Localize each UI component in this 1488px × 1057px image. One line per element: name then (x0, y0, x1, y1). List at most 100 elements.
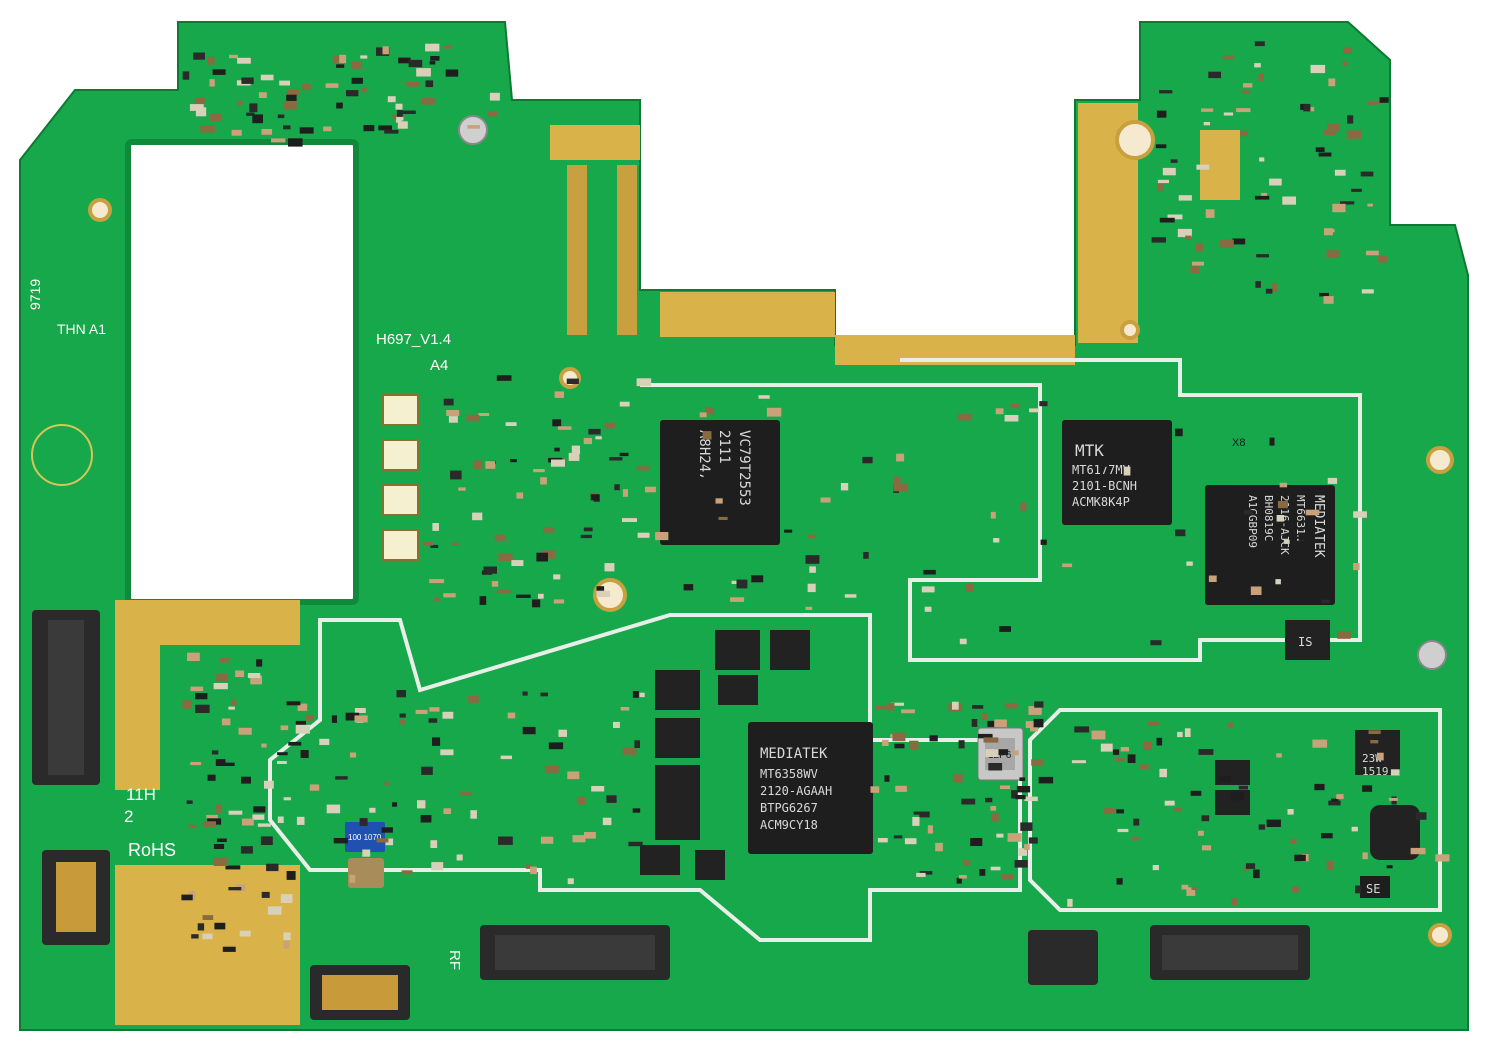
smd-part (877, 838, 888, 843)
smd-part (319, 738, 330, 745)
smd-part (530, 866, 537, 875)
smd-part (247, 673, 261, 679)
smd-part (1340, 201, 1355, 205)
smd-part (912, 817, 920, 826)
smd-part (395, 119, 402, 123)
gold-pad (115, 600, 300, 645)
smd-part (1287, 809, 1294, 815)
smd-part (195, 107, 207, 117)
smd-part (429, 61, 436, 65)
flex-connector (567, 165, 587, 335)
smd-part (210, 113, 222, 122)
chip-label: MT6177MV (1072, 463, 1130, 477)
smd-part (1336, 794, 1344, 800)
smd-part (1028, 837, 1038, 844)
smd-part (891, 702, 904, 706)
smd-part (978, 733, 993, 739)
smd-part (895, 785, 907, 792)
smd-part (959, 638, 967, 645)
smd-part (807, 534, 816, 539)
smd-part (396, 116, 404, 121)
smd-part (1228, 722, 1234, 729)
smd-part (286, 871, 296, 880)
smd-part (1253, 869, 1260, 879)
smd-part (956, 877, 962, 884)
smd-part (494, 534, 506, 541)
smd-part (614, 484, 620, 491)
smd-part (702, 431, 712, 440)
smd-part (222, 946, 236, 952)
silk-model: H697_V1.4 (376, 331, 451, 348)
smd-part (807, 583, 816, 593)
smd-part (472, 512, 483, 521)
smd-part (241, 776, 251, 784)
connector-left (32, 610, 100, 785)
smd-part (296, 816, 305, 825)
smd-part (326, 804, 341, 814)
component-label: 12P6 (988, 750, 1012, 761)
smd-part (1071, 760, 1086, 764)
smd-part (634, 740, 640, 748)
smd-part (577, 796, 586, 805)
silk-vendor: THN A1 (57, 321, 106, 337)
smd-part (1117, 828, 1129, 833)
smd-part (704, 407, 714, 415)
smd-part (548, 742, 564, 750)
smd-part (551, 459, 565, 467)
gold-pad (550, 125, 640, 160)
smd-part (1328, 800, 1341, 806)
smd-part (430, 56, 440, 61)
smd-part (1205, 209, 1215, 218)
smd-part (1236, 108, 1251, 113)
smd-part (211, 750, 219, 755)
smd-part (805, 555, 820, 564)
smd-part (628, 841, 643, 847)
smd-part (416, 68, 431, 77)
smd-part (844, 594, 857, 598)
smd-part (305, 714, 314, 721)
smd-part (606, 795, 617, 803)
smd-part (1177, 731, 1183, 738)
smd-part (286, 94, 297, 101)
smd-part (399, 713, 406, 718)
smd-part (335, 776, 348, 780)
smd-part (567, 878, 574, 885)
smd-part (1159, 217, 1175, 223)
smd-part (892, 732, 906, 742)
smd-part (466, 414, 480, 421)
chip-label: MT6358WV (760, 767, 818, 781)
smd-part (1279, 482, 1288, 488)
smd-part (923, 569, 936, 575)
smd-part (511, 560, 524, 566)
smd-part (444, 45, 453, 49)
smd-part (1362, 852, 1368, 860)
smd-part (1269, 178, 1282, 186)
smd-part (636, 378, 652, 387)
smd-part (398, 57, 411, 64)
smd-part (583, 527, 593, 532)
smd-part (231, 129, 242, 136)
smd-part (1360, 171, 1374, 177)
smd-part (237, 57, 251, 64)
smd-part (351, 77, 363, 84)
smd-part (591, 786, 605, 792)
smd-part (1305, 509, 1320, 516)
smd-part (982, 713, 988, 720)
smd-part (190, 762, 202, 766)
smd-part (1323, 296, 1334, 304)
smd-part (1201, 815, 1210, 822)
smd-part (443, 808, 451, 814)
smd-part (200, 125, 216, 133)
smd-part (207, 774, 216, 781)
smd-part (1030, 727, 1038, 732)
smd-part (533, 469, 545, 473)
connector-bottom-1 (480, 925, 670, 980)
smd-part (840, 483, 849, 491)
smd-part (360, 55, 368, 59)
smd-part (571, 445, 580, 455)
smd-part (1020, 822, 1033, 831)
smd-part (498, 553, 513, 562)
smd-part (213, 857, 229, 866)
chip-label: MEDIATEK (1311, 495, 1326, 558)
gold-pad (115, 640, 160, 790)
